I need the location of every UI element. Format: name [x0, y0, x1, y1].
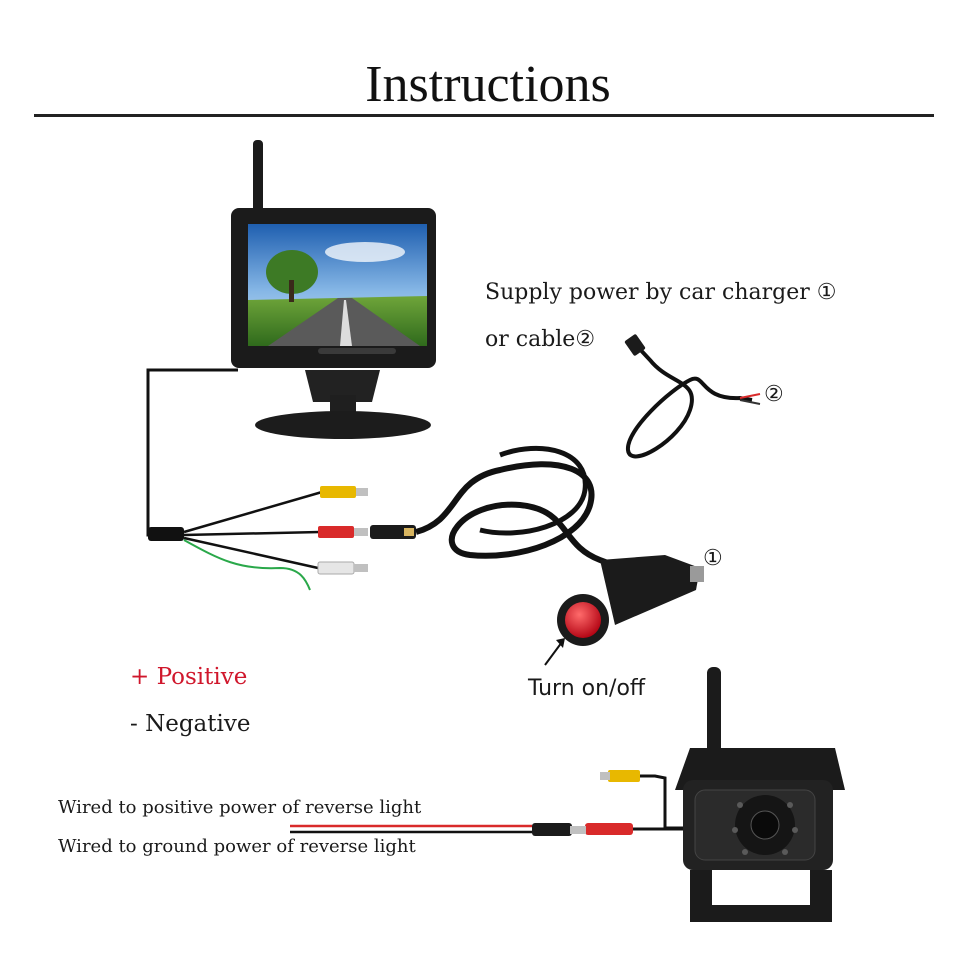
supply-power-label: Supply power by car charger ①: [485, 280, 837, 305]
monitor-harness-cable: [146, 368, 238, 537]
monitor-icon: [231, 140, 436, 439]
camera-rca-video-connector: [608, 770, 640, 782]
dc-cable-icon: [624, 334, 761, 459]
positive-wire-label: Wired to positive power of reverse light: [58, 797, 422, 818]
camera-icon: [675, 667, 845, 922]
switch-arrow: [544, 641, 563, 666]
harness-splitter: [148, 527, 184, 541]
rca-audio-connector: [317, 561, 368, 575]
rca-power-connector: [318, 525, 416, 539]
title-divider: [34, 114, 934, 117]
camera-power-connector: [532, 823, 683, 836]
ground-wire-label: Wired to ground power of reverse light: [58, 836, 416, 857]
positive-legend: + Positive: [130, 664, 248, 690]
car-charger-icon: [557, 555, 704, 646]
cable-marker: ②: [764, 382, 784, 407]
switch-label: Turn on/off: [528, 676, 646, 701]
charger-marker: ①: [703, 546, 723, 571]
cable-label: or cable②: [485, 327, 596, 352]
negative-legend: - Negative: [130, 711, 251, 737]
page-title: Instructions: [365, 56, 611, 113]
rca-video-connector: [320, 486, 368, 498]
camera-video-cable: [610, 774, 683, 830]
charger-power-switch: [565, 602, 601, 638]
charger-cable: [415, 461, 642, 578]
ground-wire: [183, 539, 311, 591]
